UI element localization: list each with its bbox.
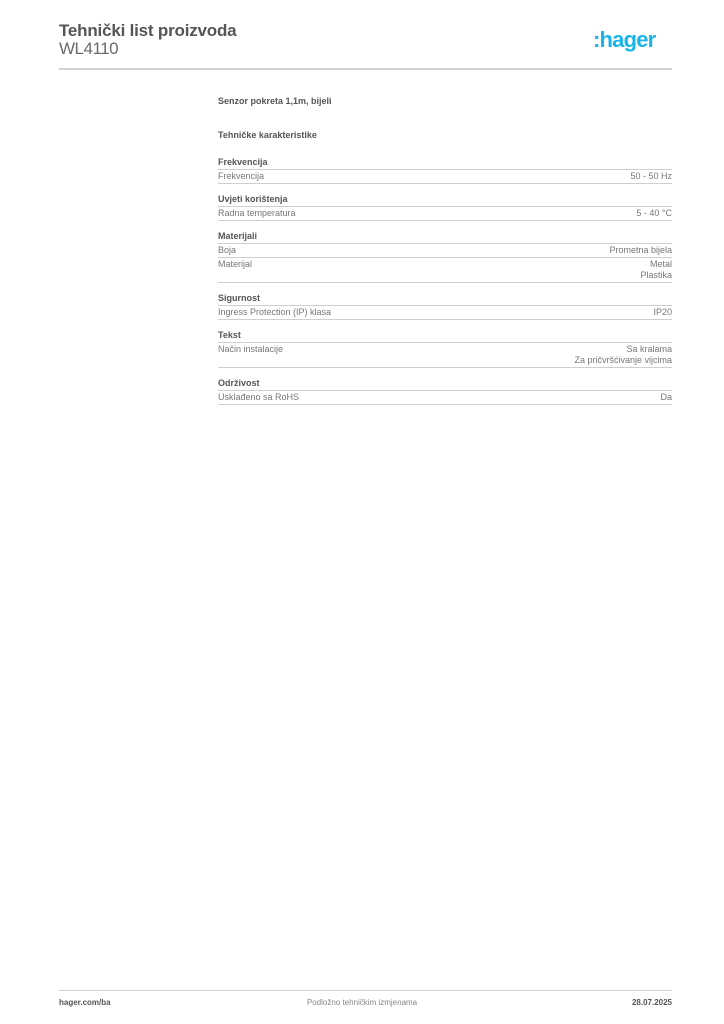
group-title: Sigurnost: [218, 293, 672, 306]
spec-label: Frekvencija: [218, 171, 265, 181]
spec-value: Metal: [649, 259, 672, 269]
spec-label: Usklađeno sa RoHS: [218, 392, 300, 402]
spec-label: Materijal: [218, 259, 253, 269]
footer-notice: Podložno tehničkim izmjenama: [306, 998, 418, 1007]
footer-website-link[interactable]: hager.com/ba: [59, 998, 111, 1007]
spec-group-sigurnost: Sigurnost Ingress Protection (IP) klasa …: [218, 293, 672, 320]
spec-row: Materijal Metal Plastika: [218, 258, 672, 283]
spec-value: IP20: [653, 307, 672, 317]
document-title: Tehnički list proizvoda: [59, 21, 237, 40]
group-title: Tekst: [218, 330, 672, 343]
spec-group-tekst: Tekst Način instalacije Sa kralama Za pr…: [218, 330, 672, 368]
section-heading: Tehničke karakteristike: [218, 130, 317, 140]
spec-row: Ingress Protection (IP) klasa IP20: [218, 306, 672, 320]
spec-value: Prometna bijela: [609, 245, 672, 255]
spec-label: Radna temperatura: [218, 208, 296, 218]
spec-value: 5 - 40 °C: [636, 208, 672, 218]
spec-value: Sa kralama: [626, 344, 672, 354]
spec-row: Usklađeno sa RoHS Da: [218, 391, 672, 405]
footer-date: 28.07.2025: [631, 998, 672, 1007]
product-name: Senzor pokreta 1,1m, bijeli: [218, 96, 332, 106]
spec-value: Da: [660, 392, 672, 402]
spec-label: Način instalacije: [218, 344, 284, 354]
spec-group-materijali: Materijali Boja Prometna bijela Materija…: [218, 231, 672, 283]
spec-row: Način instalacije Sa kralama Za pričvršć…: [218, 343, 672, 368]
spec-row: Frekvencija 50 - 50 Hz: [218, 170, 672, 184]
header-divider: [59, 68, 672, 70]
spec-label: Ingress Protection (IP) klasa: [218, 307, 332, 317]
spec-value: Za pričvršćivanje vijcima: [574, 355, 672, 365]
spec-group-frekvencija: Frekvencija Frekvencija 50 - 50 Hz: [218, 157, 672, 184]
footer-divider: [59, 990, 672, 991]
product-code: WL4110: [59, 39, 119, 58]
spec-value: Plastika: [640, 270, 672, 280]
spec-row: Boja Prometna bijela: [218, 244, 672, 258]
group-title: Uvjeti korištenja: [218, 194, 672, 207]
spec-content: Senzor pokreta 1,1m, bijeli Tehničke kar…: [218, 96, 672, 415]
hager-logo: :hager: [593, 27, 656, 52]
group-title: Frekvencija: [218, 157, 672, 170]
group-title: Materijali: [218, 231, 672, 244]
spec-group-uvjeti-koristenja: Uvjeti korištenja Radna temperatura 5 - …: [218, 194, 672, 221]
group-title: Održivost: [218, 378, 672, 391]
spec-value: 50 - 50 Hz: [630, 171, 672, 181]
spec-group-odrzivost: Održivost Usklađeno sa RoHS Da: [218, 378, 672, 405]
spec-label: Boja: [218, 245, 237, 255]
spec-row: Radna temperatura 5 - 40 °C: [218, 207, 672, 221]
